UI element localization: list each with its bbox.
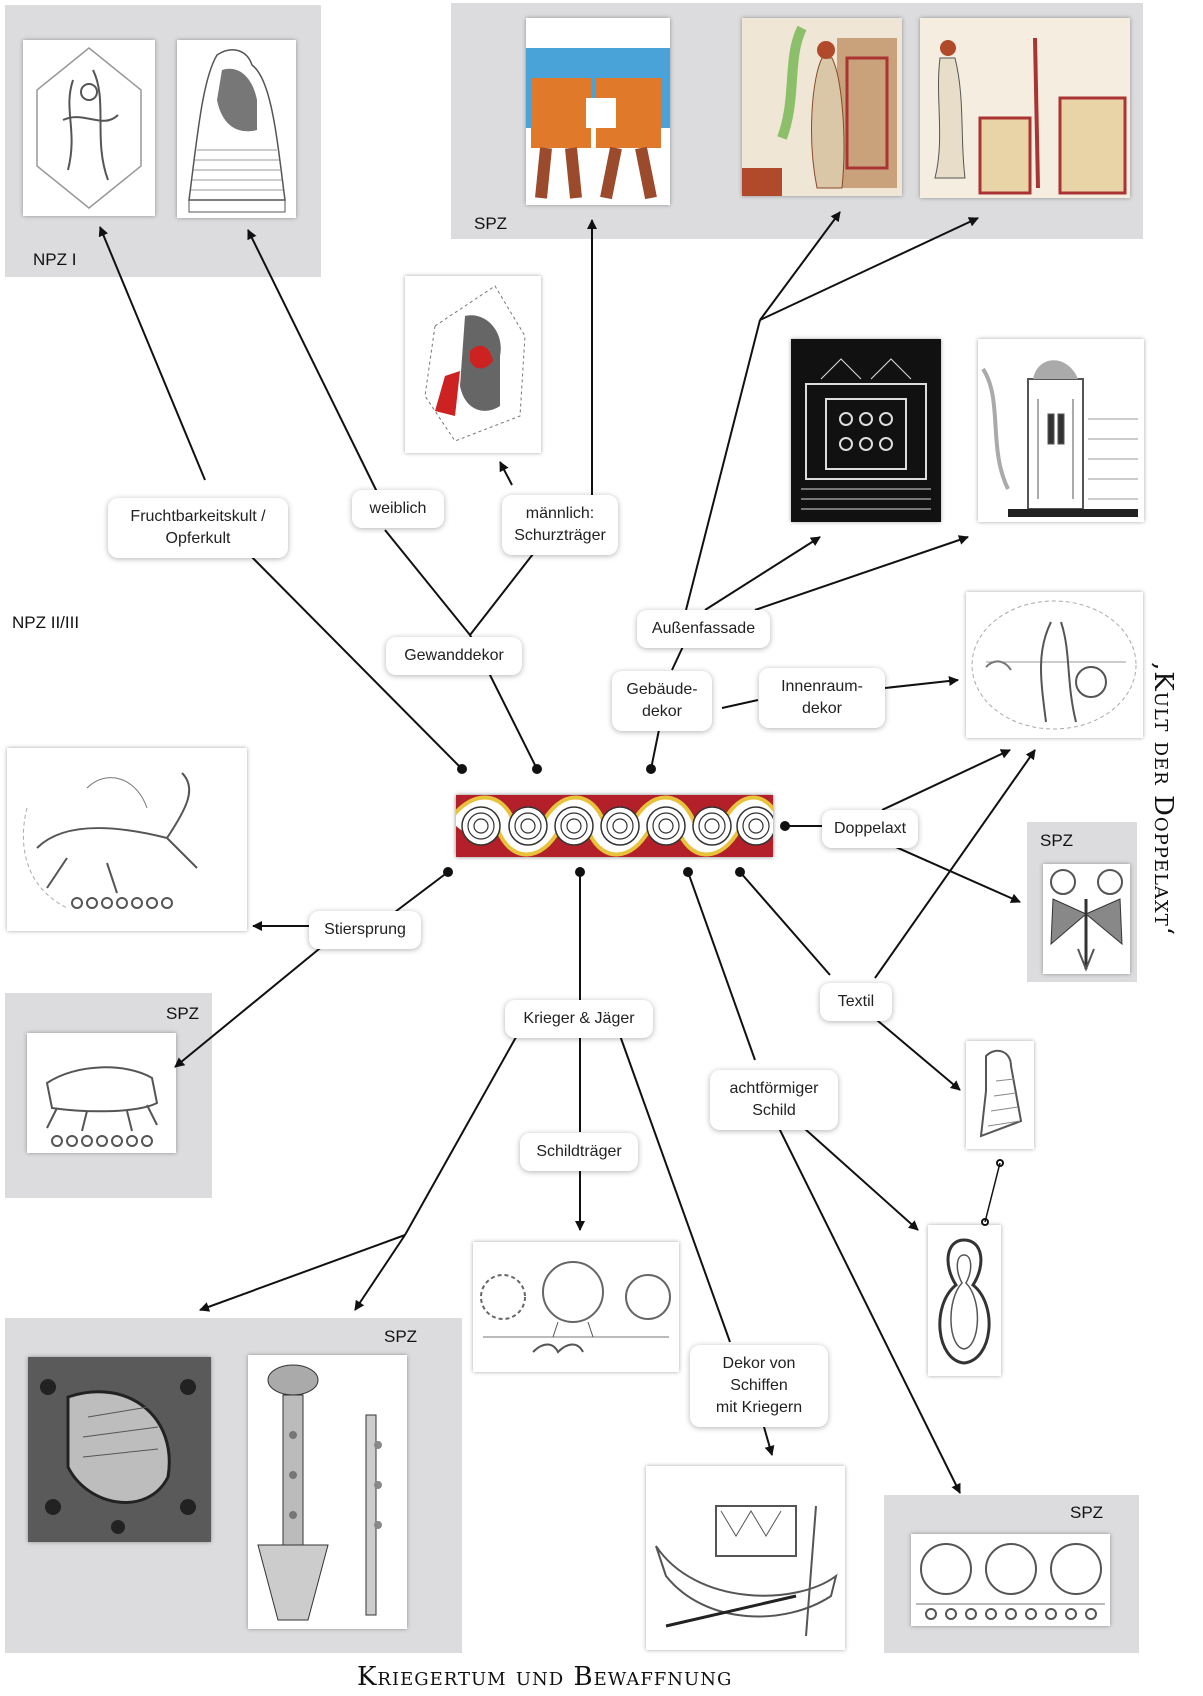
label-achtfoermiger-schild: achtförmiger Schild xyxy=(710,1070,838,1130)
side-title-kult-der-doppelaxt: ‚Kult der Doppelaxt‘ xyxy=(1148,662,1178,936)
bottom-title-kriegertum: Kriegertum und Bewaffnung xyxy=(357,1662,732,1692)
label-krieger-jaeger: Krieger & Jäger xyxy=(505,1000,653,1038)
label-innenraumdekor: Innenraum- dekor xyxy=(759,668,885,728)
label-stiersprung: Stiersprung xyxy=(309,911,421,949)
label-schildtraeger: Schildträger xyxy=(520,1133,638,1171)
label-doppelaxt: Doppelaxt xyxy=(822,810,918,848)
label-textil: Textil xyxy=(820,983,892,1021)
label-weiblich: weiblich xyxy=(352,490,444,528)
label-dekor-von-schiffen: Dekor von Schiffen mit Kriegern xyxy=(690,1345,828,1427)
label-aussenfassade: Außenfassade xyxy=(637,610,770,648)
label-gebaeudedekor: Gebäude- dekor xyxy=(612,671,712,731)
label-gewanddekor: Gewanddekor xyxy=(386,637,522,675)
label-fruchtbarkeitskult: Fruchtbarkeitskult / Opferkult xyxy=(108,498,288,558)
label-maennlich: männlich: Schurzträger xyxy=(502,495,618,555)
